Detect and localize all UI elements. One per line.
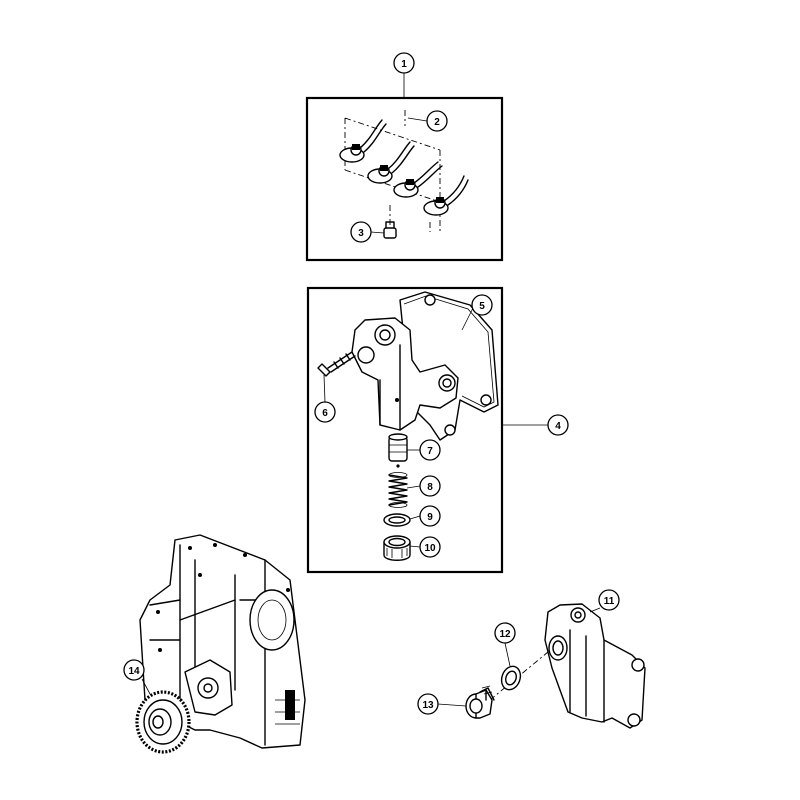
gear	[135, 690, 191, 754]
piston-cooling-jets	[339, 110, 469, 239]
svg-text:7: 7	[427, 446, 433, 457]
leader-lines	[141, 73, 601, 707]
svg-text:8: 8	[427, 482, 433, 493]
timing-cover	[139, 534, 306, 749]
svg-text:6: 6	[322, 408, 328, 419]
oil-filter-housing	[489, 603, 646, 729]
callout-9: 9	[419, 505, 441, 527]
callout-7: 7	[419, 439, 441, 461]
callout-2: 2	[426, 110, 448, 132]
o-ring	[500, 665, 522, 691]
svg-text:11: 11	[604, 596, 615, 607]
svg-text:12: 12	[499, 629, 511, 640]
svg-text:13: 13	[422, 700, 434, 711]
svg-text:5: 5	[479, 301, 485, 312]
callout-12: 12	[494, 622, 516, 644]
callout-14: 14	[123, 659, 145, 681]
callout-1: 1	[393, 52, 415, 74]
jet-kit-box	[305, 96, 504, 262]
svg-text:9: 9	[427, 512, 433, 523]
callout-8: 8	[419, 475, 441, 497]
callout-3: 3	[350, 221, 372, 243]
callout-13: 13	[417, 693, 439, 715]
svg-text:4: 4	[555, 421, 561, 432]
callout-6: 6	[314, 401, 336, 423]
housing-assembly	[317, 291, 499, 561]
svg-text:2: 2	[434, 117, 440, 128]
housing-assembly-box	[306, 286, 504, 574]
callouts: 1 2 3 4 5 6 7 8	[123, 52, 620, 715]
callout-10: 10	[419, 536, 441, 558]
callout-5: 5	[471, 294, 493, 316]
plug	[465, 685, 495, 719]
svg-text:14: 14	[128, 666, 140, 677]
svg-text:10: 10	[424, 543, 436, 554]
svg-text:3: 3	[358, 228, 364, 239]
svg-text:1: 1	[401, 59, 407, 70]
callout-4: 4	[547, 414, 569, 436]
callout-11: 11	[598, 589, 620, 611]
